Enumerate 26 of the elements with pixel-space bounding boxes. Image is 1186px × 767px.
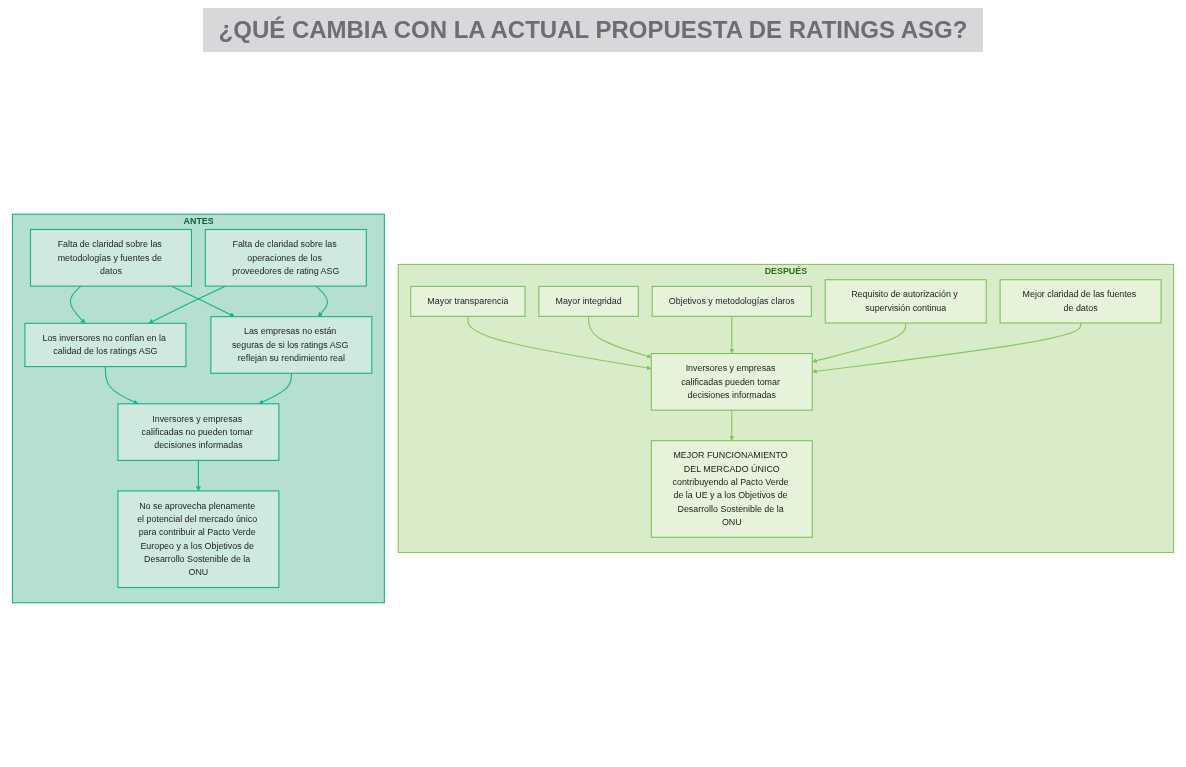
node-box: Inversores y empresas calificadas pueden tomar decisiones informadas bbox=[650, 353, 813, 411]
arrow bbox=[467, 315, 652, 371]
arrow bbox=[258, 372, 292, 405]
node-box: Las empresas no están seguras de si los ratings ASG reflejan su rendimiento real bbox=[210, 316, 373, 374]
arrow bbox=[812, 322, 1082, 374]
arrow bbox=[812, 322, 907, 363]
node-box: No se aprovecha plenamente el potencial del mercado único para contribuir al Pacto Verde Europeo y a los Objetivos de Desarrollo Sostenible de la ONU bbox=[117, 490, 280, 589]
node-box: Los inversores no confían en la calidad de los ratings ASG bbox=[24, 322, 187, 368]
node-box: Falta de claridad sobre las operaciones de los proveedores de rating ASG bbox=[204, 228, 367, 287]
arrow bbox=[588, 315, 652, 359]
node-box: MEJOR FUNCIONAMIENTO DEL MERCADO ÚNICO contribuyendo al Pacto Verde de la UE y a los Objetivos de Desarrollo Sostenible de la ONU bbox=[650, 440, 813, 538]
arrow bbox=[104, 366, 139, 405]
node-box: Inversores y empresas calificadas no pueden tomar decisiones informadas bbox=[117, 403, 280, 461]
arrow bbox=[729, 409, 735, 441]
arrow bbox=[729, 315, 735, 354]
node-box: Objetivos y metodologías claros bbox=[651, 285, 812, 317]
arrow bbox=[195, 459, 201, 492]
node-box: Mayor transparencia bbox=[410, 285, 526, 317]
arrow bbox=[148, 285, 226, 324]
node-box: Mayor integridad bbox=[538, 285, 639, 317]
arrow bbox=[315, 285, 329, 317]
node-box: Requisito de autorización y supervisión continua bbox=[824, 279, 987, 324]
arrow bbox=[69, 285, 86, 324]
node-box: Mejor claridad de las fuentes de datos bbox=[999, 279, 1162, 324]
title: ¿QUÉ CAMBIA CON LA ACTUAL PROPUESTA DE RATINGS ASG? bbox=[202, 8, 984, 52]
node-box: Falta de claridad sobre las metodologías y fuentes de datos bbox=[29, 228, 192, 287]
